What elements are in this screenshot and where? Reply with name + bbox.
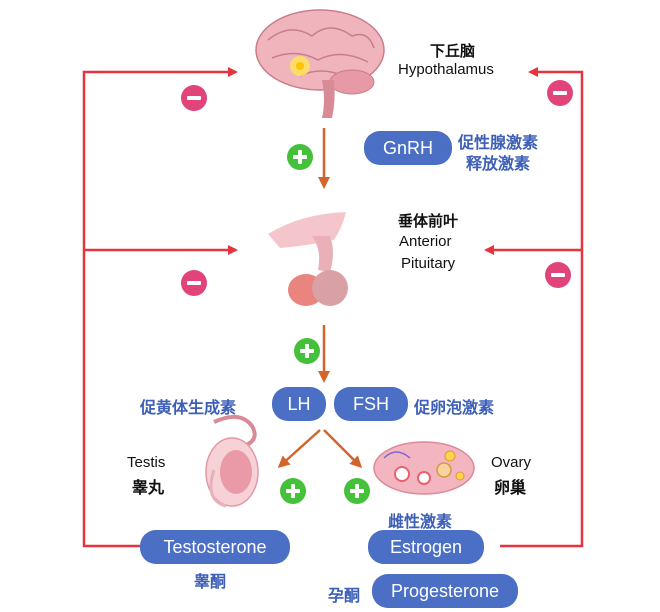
estrogen-label-cn: 雌性激素 xyxy=(388,512,453,531)
arrow-to-testis xyxy=(277,429,321,469)
plus-icon xyxy=(344,478,370,504)
lh-pill: LH xyxy=(272,387,326,421)
plus-icon xyxy=(294,338,320,364)
lh-label: 促黄体生成素 xyxy=(140,398,237,417)
gnrh-pill: GnRH xyxy=(364,131,452,165)
progesterone-pill: Progesterone xyxy=(372,574,518,608)
brain-illustration xyxy=(255,9,385,118)
fsh-label: 促卵泡激素 xyxy=(414,398,495,417)
testis-label-en: Testis xyxy=(127,454,166,471)
pituitary-illustration xyxy=(268,212,348,306)
right-feedback-line xyxy=(500,67,584,548)
left-feedback-line xyxy=(82,67,238,548)
ovary-label-cn: 卵巢 xyxy=(494,478,527,497)
minus-icon xyxy=(545,262,571,288)
testis-illustration xyxy=(205,414,259,508)
pituitary-label-en-line1: Anterior xyxy=(399,233,452,250)
plus-icon xyxy=(287,144,313,170)
minus-icon xyxy=(547,80,573,106)
hypothalamus-label-en: Hypothalamus xyxy=(398,61,494,78)
progesterone-label-cn: 孕酮 xyxy=(328,586,361,605)
hypothalamus-label-cn: 下丘脑 xyxy=(430,42,476,60)
pituitary-label-en-line2: Pituitary xyxy=(401,255,456,272)
fsh-pill: FSH xyxy=(334,387,408,421)
gnrh-label-line1: 促性腺激素 xyxy=(458,133,539,152)
plus-icon xyxy=(280,478,306,504)
gnrh-label-line2: 释放激素 xyxy=(466,154,531,173)
arrow-to-ovary xyxy=(323,429,363,469)
estrogen-pill: Estrogen xyxy=(368,530,484,564)
testis-label-cn: 睾丸 xyxy=(132,478,165,497)
minus-icon xyxy=(181,85,207,111)
testosterone-label-cn: 睾酮 xyxy=(194,572,227,591)
pituitary-label-cn: 垂体前叶 xyxy=(398,212,459,230)
ovary-illustration xyxy=(373,441,475,495)
minus-icon xyxy=(181,270,207,296)
ovary-label-en: Ovary xyxy=(491,454,532,471)
testosterone-pill: Testosterone xyxy=(140,530,290,564)
